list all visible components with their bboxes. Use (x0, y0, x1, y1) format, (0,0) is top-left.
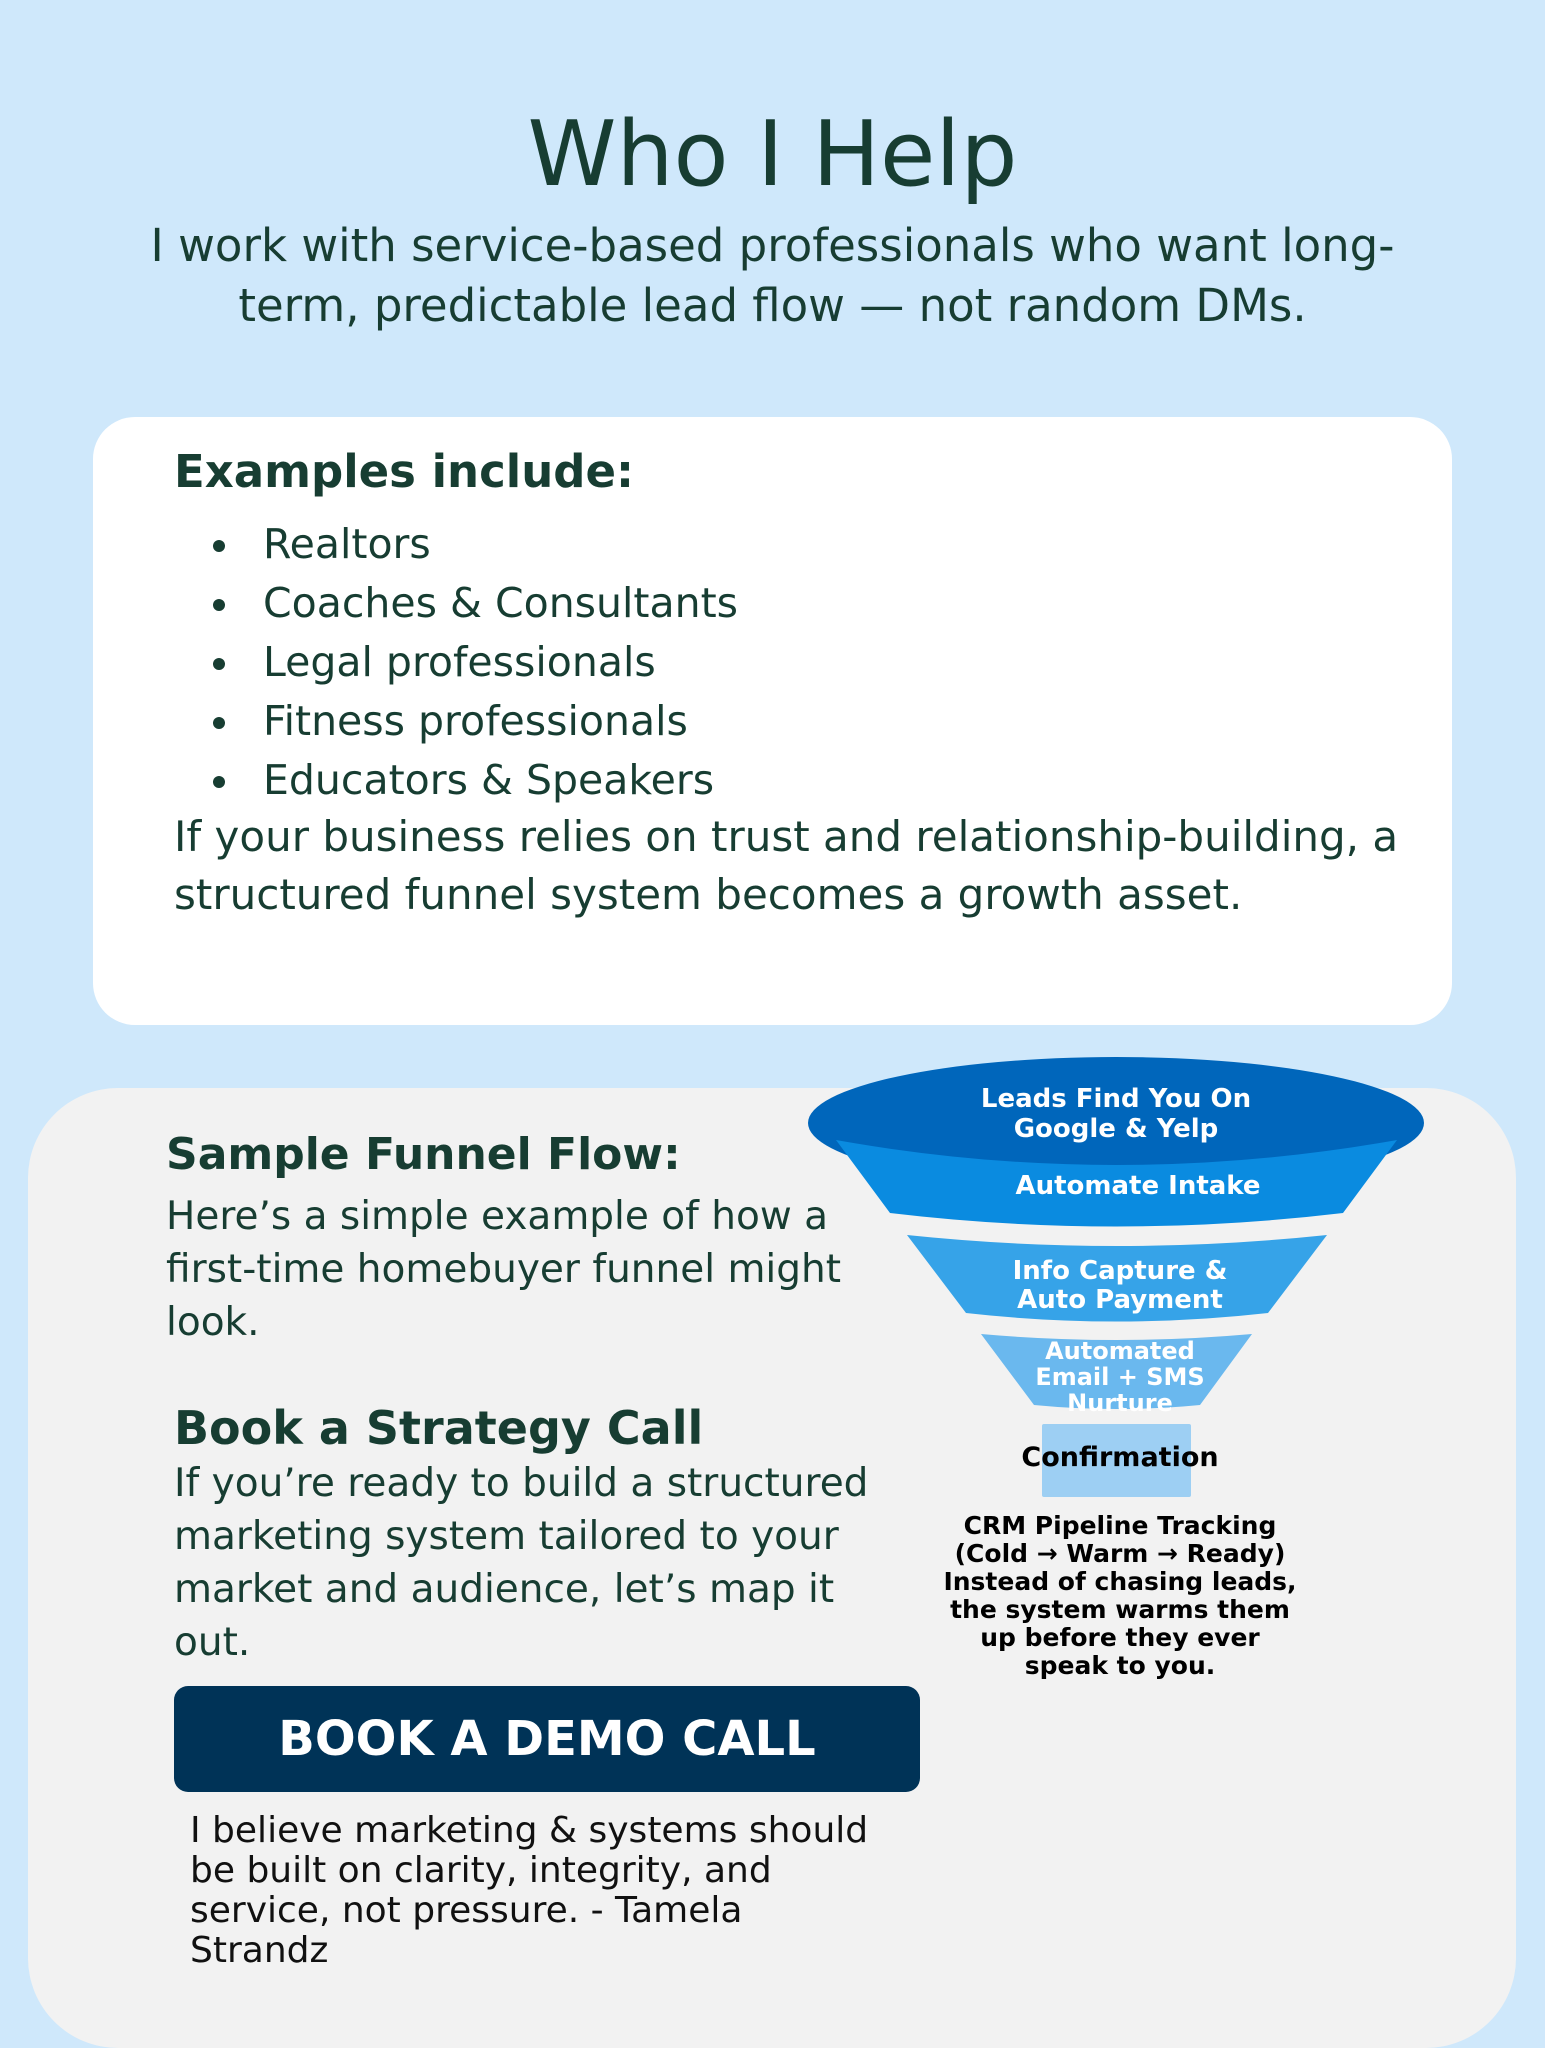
funnel-diagram (808, 1057, 1424, 1497)
list-item: Fitness professionals (174, 692, 738, 751)
funnel-stage-4 (981, 1334, 1252, 1409)
examples-heading: Examples include: (174, 445, 634, 498)
funnel-stage-5-label: Confirmation (1021, 1442, 1219, 1473)
book-demo-call-button[interactable]: BOOK A DEMO CALL (174, 1686, 920, 1792)
bullet-icon (213, 599, 225, 611)
list-item-label: Educators & Speakers (263, 756, 715, 804)
page-title: Who I Help (527, 102, 1018, 207)
funnel-stage-4-label: Automated Email + SMS Nurture (970, 1338, 1270, 1416)
funnel-stage-1-label: Leads Find You On Google & Yelp (916, 1084, 1316, 1144)
bullet-icon (213, 540, 225, 552)
label-line: Email + SMS (1035, 1363, 1205, 1391)
label-line: Google & Yelp (1013, 1114, 1219, 1144)
page-subtitle: I work with service-based professionals … (150, 219, 1395, 332)
funnel-stage-2 (836, 1140, 1397, 1227)
list-item-label: Realtors (263, 520, 431, 568)
list-item-label: Coaches & Consultants (263, 579, 739, 627)
funnel-stage-3-label: Info Capture & Auto Payment (920, 1257, 1320, 1315)
strategy-heading: Book a Strategy Call (174, 1401, 704, 1455)
list-item-label: Legal professionals (263, 638, 656, 686)
label-line: Leads Find You On (980, 1084, 1252, 1114)
funnel-stage-2-label: Automate Intake (1015, 1171, 1261, 1201)
examples-list: Realtors Coaches & Consultants Legal pro… (174, 515, 738, 810)
bullet-icon (213, 658, 225, 670)
crm-description: Instead of chasing leads, the system war… (943, 1567, 1297, 1680)
label-line: Nurture (1067, 1389, 1173, 1417)
bullet-icon (213, 717, 225, 729)
crm-stages: (Cold → Warm → Ready) (954, 1539, 1286, 1568)
funnel-stage-3 (907, 1235, 1327, 1322)
funnel-stage-1 (808, 1057, 1424, 1189)
list-item: Educators & Speakers (174, 751, 738, 810)
funnel-paragraph: Here’s a simple example of how a first-t… (166, 1194, 842, 1345)
funnel-stage-5 (1042, 1424, 1191, 1497)
examples-paragraph: If your business relies on trust and rel… (174, 812, 1399, 919)
list-item: Coaches & Consultants (174, 574, 738, 633)
strategy-paragraph: If you’re ready to build a structured ma… (174, 1461, 869, 1665)
list-item-label: Fitness professionals (263, 697, 688, 745)
crm-note: CRM Pipeline Tracking (Cold → Warm → Rea… (920, 1512, 1320, 1680)
label-line: Auto Payment (1017, 1285, 1223, 1315)
examples-card (93, 417, 1452, 1025)
crm-title: CRM Pipeline Tracking (963, 1511, 1277, 1540)
bullet-icon (213, 776, 225, 788)
list-item: Realtors (174, 515, 738, 574)
funnel-heading: Sample Funnel Flow: (166, 1129, 681, 1180)
label-line: Info Capture & (1012, 1256, 1228, 1286)
quote-text: I believe marketing & systems should be … (190, 1810, 869, 1971)
label-line: Automated (1045, 1337, 1195, 1365)
list-item: Legal professionals (174, 633, 738, 692)
